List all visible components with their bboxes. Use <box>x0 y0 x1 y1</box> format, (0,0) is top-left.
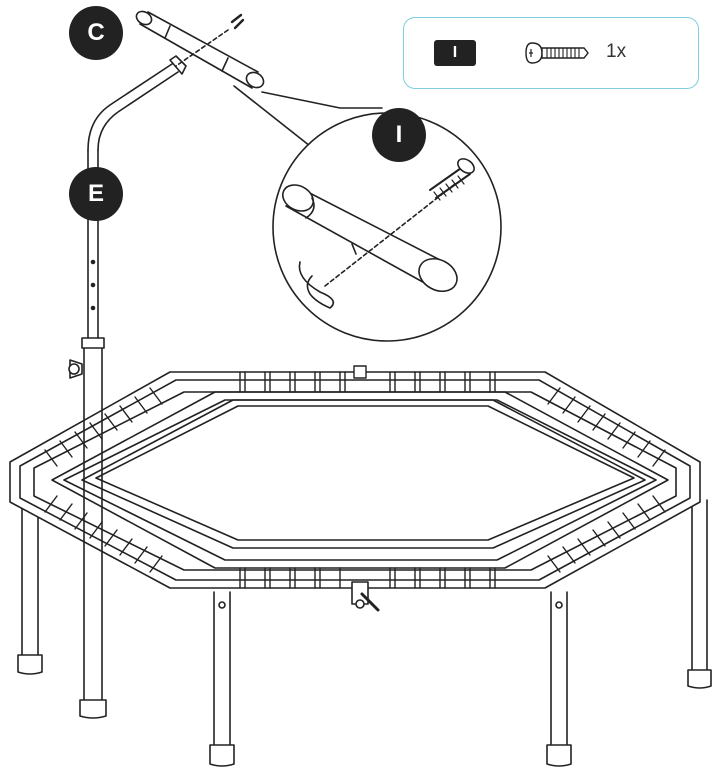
trampoline-legs <box>17 489 712 767</box>
frame-lock-knob <box>351 581 380 612</box>
springs-diagonal <box>44 387 666 573</box>
springs-top <box>239 365 496 393</box>
part-label-chip: I <box>434 40 476 66</box>
callout-badge-i: I <box>372 108 426 162</box>
screw-icon <box>525 42 589 64</box>
handlebar <box>135 10 265 89</box>
springs-bottom <box>239 567 496 589</box>
trampoline-frame <box>9 371 701 589</box>
zoom-detail <box>233 85 502 342</box>
callout-badge-c: C <box>69 6 123 60</box>
parts-list-box: I 1x <box>403 17 699 89</box>
part-quantity: 1x <box>606 41 627 62</box>
callout-badge-e: E <box>69 167 123 221</box>
